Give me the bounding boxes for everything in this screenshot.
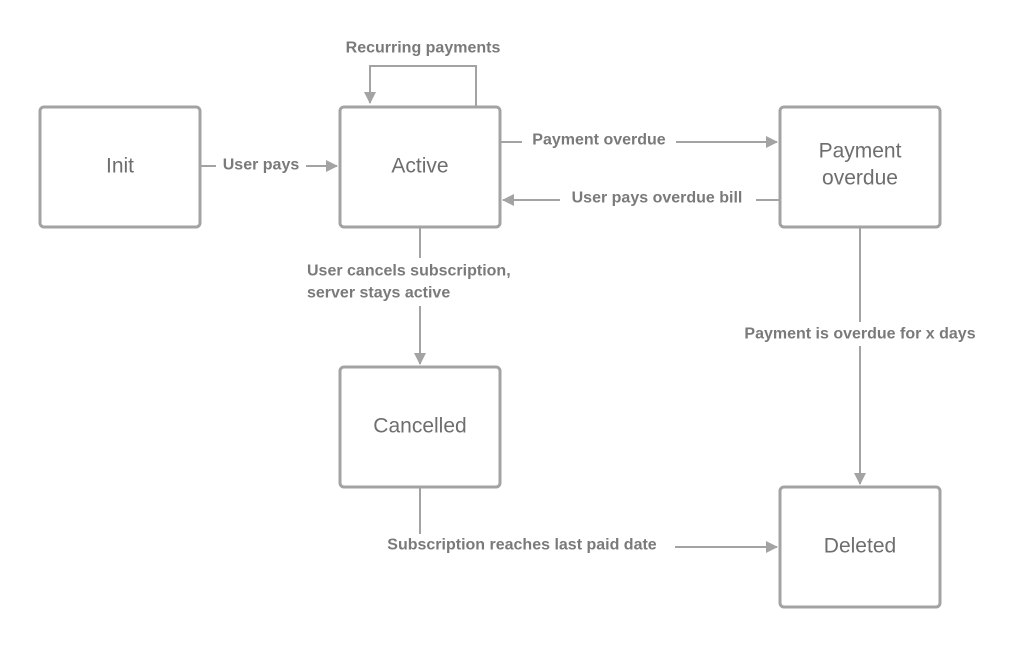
edge-recurring-payments — [364, 65, 477, 106]
state-payment-overdue: Payment overdue — [778, 105, 942, 229]
edge-label-last-paid-date: Subscription reaches last paid date — [369, 534, 675, 556]
state-init: Init — [38, 105, 202, 229]
edge-label-overdue-x-days: Payment is overdue for x days — [728, 322, 992, 346]
last-paid-date-label: Subscription reaches last paid date — [387, 537, 657, 554]
edge-label-user-cancels: User cancels subscription, server stays … — [302, 258, 538, 306]
state-cancelled-label: Cancelled — [373, 415, 466, 438]
payment-overdue-label: Payment overdue — [532, 132, 665, 149]
state-payment-overdue-label-line-1: Payment — [819, 140, 902, 163]
state-active-label: Active — [391, 155, 448, 178]
edge-label-user-pays-overdue-bill: User pays overdue bill — [560, 187, 756, 209]
user-pays-overdue-bill-label: User pays overdue bill — [572, 190, 743, 207]
overdue-x-days-label: Payment is overdue for x days — [744, 326, 975, 343]
edge-label-user-pays: User pays — [216, 154, 306, 176]
edge-label-recurring-payments: Recurring payments — [346, 40, 501, 57]
state-cancelled: Cancelled — [338, 365, 502, 489]
state-deleted: Deleted — [778, 485, 942, 609]
edge-label-payment-overdue: Payment overdue — [522, 129, 676, 151]
recurring-payments-label: Recurring payments — [346, 40, 501, 57]
state-deleted-label: Deleted — [824, 535, 896, 558]
user-cancels-label-line-2: server stays active — [307, 285, 450, 302]
state-active: Active — [338, 105, 502, 229]
user-pays-label: User pays — [223, 157, 300, 174]
user-cancels-label-line-1: User cancels subscription, — [307, 263, 511, 280]
state-init-label: Init — [106, 155, 134, 178]
state-payment-overdue-label-line-2: overdue — [822, 167, 898, 190]
